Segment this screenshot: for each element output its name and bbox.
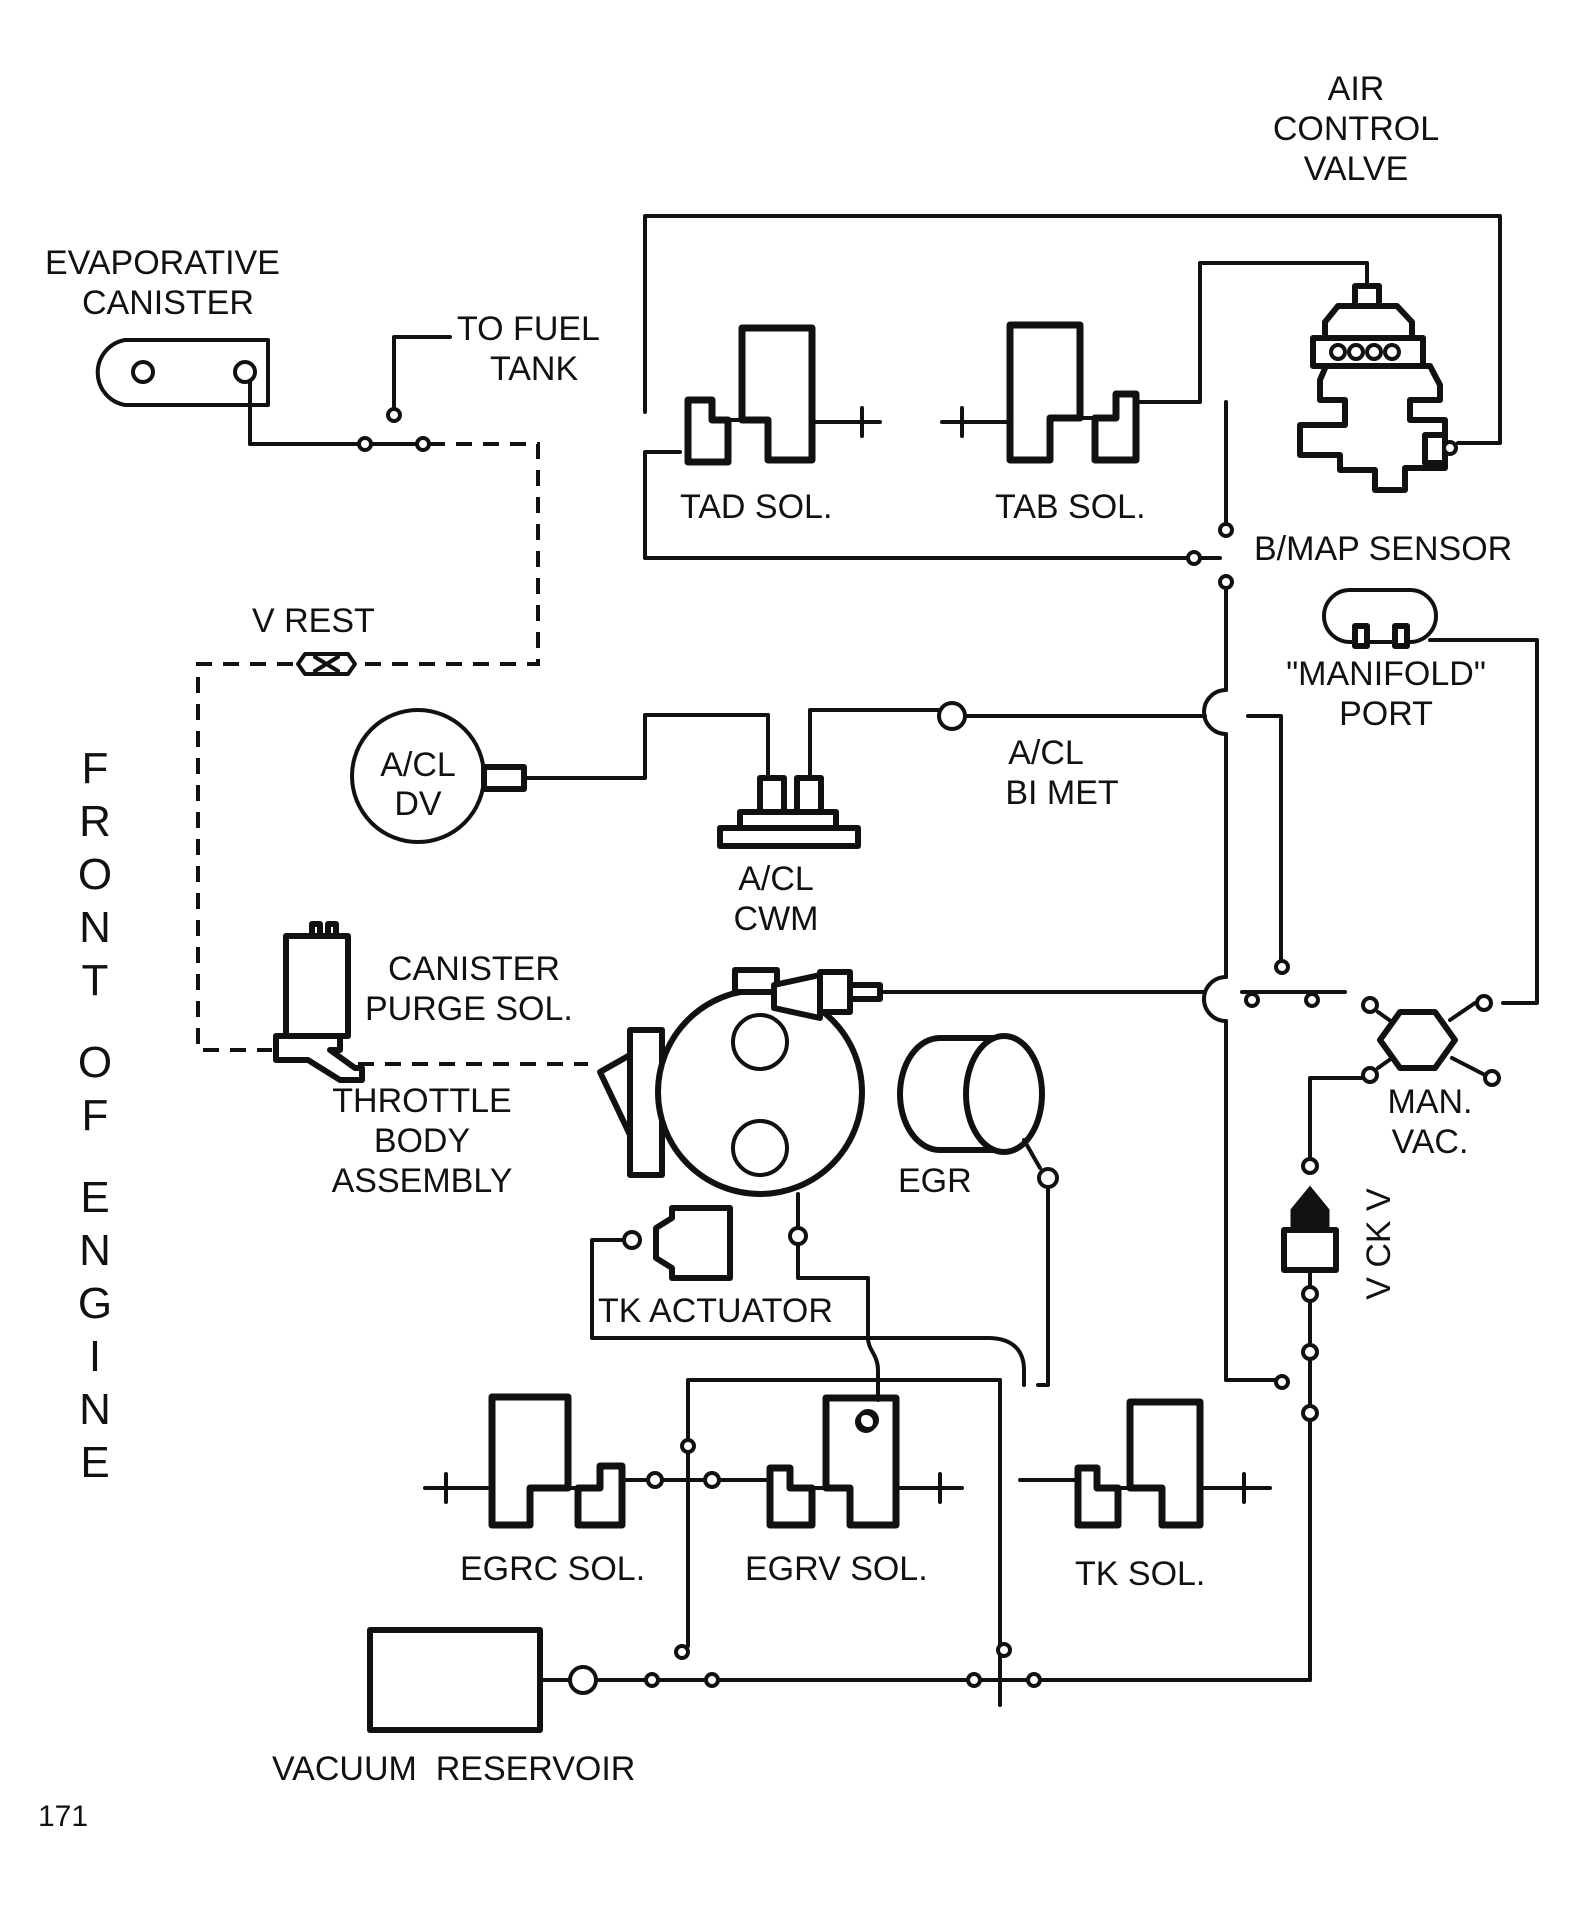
air-control-valve-hoses <box>643 214 1502 560</box>
v-ck-v-label: V CK V <box>1360 1188 1398 1300</box>
acl-cwm-label-2: CWM <box>734 900 819 938</box>
acl-dv <box>350 708 590 844</box>
front-of-engine-label: F R O N T O F E N G I N E <box>78 744 112 1487</box>
svg-text:E: E <box>80 1438 109 1487</box>
canister-purge-sol-label-1: CANISTER <box>388 950 560 988</box>
man-vac-label-2: VAC. <box>1392 1123 1469 1161</box>
to-fuel-tank-label-2: TANK <box>490 350 578 388</box>
svg-text:O: O <box>78 1038 112 1087</box>
manifold-port-label-2: PORT <box>1339 695 1433 733</box>
evaporative-canister-label-1: EVAPORATIVE <box>45 244 280 282</box>
air-control-valve-label-1: AIR <box>1328 70 1385 108</box>
evaporative-canister-label-2: CANISTER <box>82 284 254 322</box>
man-vac-label-1: MAN. <box>1388 1083 1473 1121</box>
svg-text:T: T <box>82 956 109 1005</box>
egrv-sol-label: EGRV SOL. <box>745 1550 928 1588</box>
to-fuel-tank-label-1: TO FUEL <box>457 310 600 348</box>
acl-dv-label-1: A/CL <box>380 746 456 784</box>
acl-cwm-label-1: A/CL <box>738 860 814 898</box>
throttle-body-label-2: BODY <box>374 1122 470 1160</box>
tk-solenoid <box>1018 1398 1272 1529</box>
egr-valve <box>897 1033 1059 1387</box>
bmap-sensor-label: B/MAP SENSOR <box>1254 530 1512 568</box>
svg-text:G: G <box>78 1279 112 1328</box>
vacuum-reservoir <box>367 1627 1312 1733</box>
throttle-body <box>597 967 1207 1230</box>
acl-bimet-label-1: A/CL <box>1008 734 1084 772</box>
page-number: 171 <box>38 1800 88 1833</box>
egr-solenoid-junction <box>646 1438 721 1648</box>
manifold-vacuum-hex <box>1308 994 1501 1162</box>
v-rest-label: V REST <box>252 602 375 640</box>
evap-dashed-hoses <box>196 442 588 1066</box>
svg-text:N: N <box>79 1226 111 1275</box>
tk-actuator-label: TK ACTUATOR <box>598 1292 833 1330</box>
vacuum-check-valve <box>1274 1157 1339 1682</box>
svg-text:O: O <box>78 850 112 899</box>
svg-text:F: F <box>82 744 109 793</box>
svg-text:E: E <box>80 1173 109 1222</box>
v-rest-restrictor <box>296 652 357 676</box>
air-control-valve-label-2: CONTROL <box>1273 110 1439 148</box>
evaporative-canister <box>95 338 367 446</box>
fuel-tank-line <box>357 335 452 452</box>
canister-purge-sol-label-2: PURGE SOL. <box>365 990 573 1028</box>
egr-label: EGR <box>898 1162 972 1200</box>
acl-dv-label-2: DV <box>394 785 442 823</box>
tad-sol-label: TAD SOL. <box>680 488 832 526</box>
tk-sol-label: TK SOL. <box>1075 1555 1205 1593</box>
throttle-body-label-1: THROTTLE <box>332 1082 511 1120</box>
throttle-body-label-3: ASSEMBLY <box>332 1162 513 1200</box>
svg-text:R: R <box>79 797 111 846</box>
bmap-vertical-line <box>1186 400 1278 1382</box>
tab-sol-label: TAB SOL. <box>995 488 1146 526</box>
egrv-solenoid <box>716 1394 964 1529</box>
acl-cwm <box>586 701 1283 962</box>
egrc-solenoid <box>423 1393 650 1529</box>
air-control-valve <box>1297 283 1458 493</box>
vacuum-reservoir-label: VACUUM RESERVOIR <box>272 1750 635 1788</box>
acl-bimet-label-2: BI MET <box>1005 774 1118 812</box>
svg-text:N: N <box>79 1385 111 1434</box>
egrc-sol-label: EGRC SOL. <box>460 1550 645 1588</box>
tad-solenoid <box>684 324 882 466</box>
air-control-valve-label-3: VALVE <box>1304 150 1409 188</box>
svg-text:I: I <box>89 1332 101 1381</box>
tab-solenoid <box>940 321 1140 464</box>
tk-actuator <box>590 1205 1026 1387</box>
manifold-port <box>1322 588 1539 1005</box>
svg-text:F: F <box>82 1091 109 1140</box>
manifold-vacuum-line <box>1240 959 1379 1014</box>
svg-text:N: N <box>79 903 111 952</box>
manifold-port-label-1: "MANIFOLD" <box>1286 655 1486 693</box>
canister-purge-solenoid <box>273 921 365 1083</box>
